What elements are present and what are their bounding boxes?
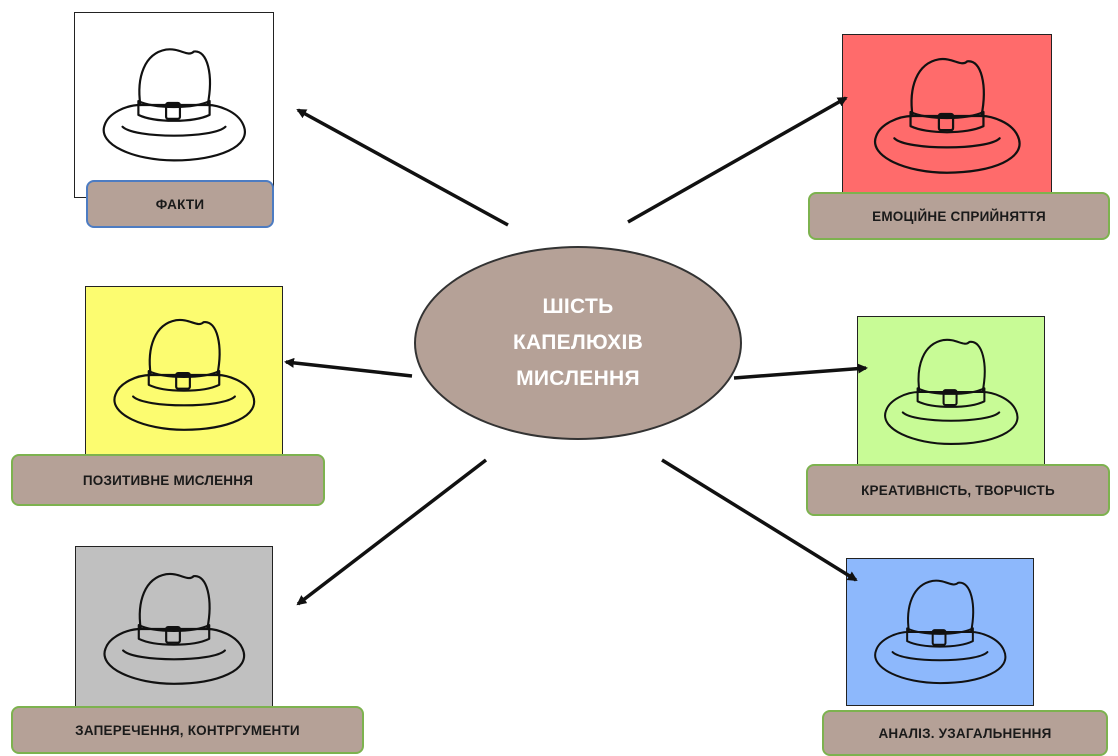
hat-icon: [113, 318, 256, 431]
gray-hat-box: [75, 546, 273, 712]
label-analysis: АНАЛІЗ. УЗАГАЛЬНЕННЯ: [822, 710, 1108, 756]
center-line-3: МИСЛЕННЯ: [516, 367, 640, 390]
green-hat-box: [857, 316, 1045, 468]
center-line-1: ШІСТЬ: [542, 295, 614, 318]
hat-icon: [874, 579, 1007, 685]
label-facts: ФАКТИ: [86, 180, 274, 228]
hat-icon: [102, 48, 246, 162]
arrow-to-objections: [296, 458, 488, 606]
hat-icon: [103, 572, 246, 685]
center-line-2: КАПЕЛЮХІВ: [512, 331, 644, 354]
hat-icon: [873, 57, 1021, 174]
arrow-to-creativity: [733, 363, 868, 380]
yellow-hat-box: [85, 286, 283, 464]
label-creativity: КРЕАТИВНІСТЬ, ТВОРЧІСТЬ: [806, 464, 1110, 516]
red-hat-box: [842, 34, 1052, 198]
center-topic: ШІСТЬ КАПЕЛЮХІВ МИСЛЕННЯ: [414, 246, 742, 440]
blue-hat-box: [846, 558, 1034, 706]
label-objections: ЗАПЕРЕЧЕННЯ, КОНТРГУМЕНТИ: [11, 706, 364, 754]
arrow-to-facts: [296, 108, 509, 227]
white-hat-box: [74, 12, 274, 198]
arrow-to-positive: [284, 357, 413, 378]
label-positive: ПОЗИТИВНЕ МИСЛЕННЯ: [11, 454, 325, 506]
label-emotions: ЕМОЦІЙНЕ СПРИЙНЯТТЯ: [808, 192, 1110, 240]
hat-icon: [884, 338, 1019, 445]
